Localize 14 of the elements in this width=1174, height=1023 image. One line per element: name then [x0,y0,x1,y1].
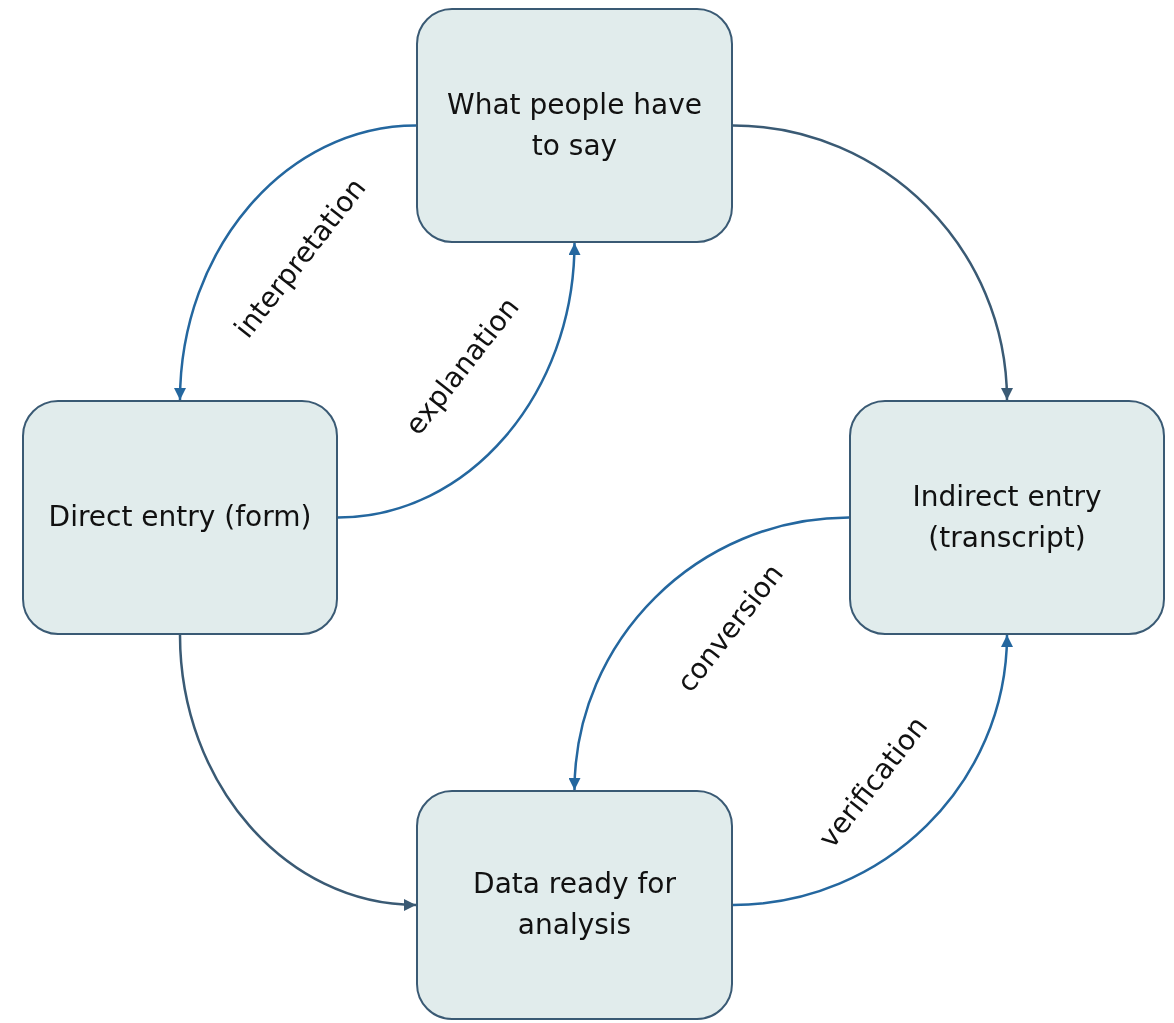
arrow [337,242,580,519]
node-label: Data ready for analysis [472,866,677,943]
process-box [416,790,733,1020]
arrow [174,124,417,401]
arrow [732,634,1013,907]
node-label: Indirect entry (transcript) [911,478,1103,556]
node-label: What people have to say [446,86,703,164]
arrow [569,516,850,791]
process-box [416,8,733,243]
arrow [178,634,417,911]
arrow [732,124,1013,401]
process-box [22,400,338,635]
process-box [849,400,1165,635]
node-label: Direct entry (form) [48,499,312,536]
